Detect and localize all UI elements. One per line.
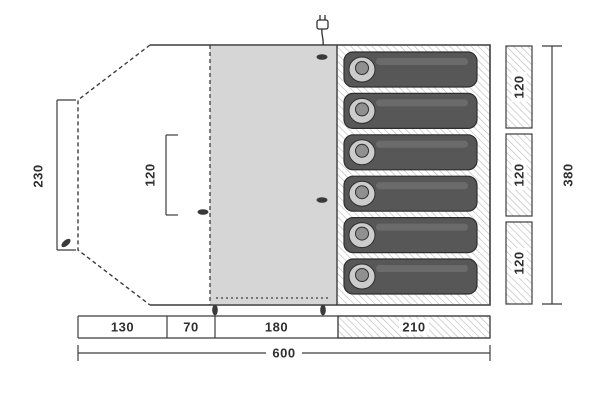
sleeping-bag xyxy=(343,92,478,130)
peg-icon xyxy=(61,238,71,248)
chain-label: 210 xyxy=(402,320,425,335)
dim-inner-door xyxy=(165,134,178,216)
dim-width-total-label: 600 xyxy=(272,346,295,361)
peg-icon xyxy=(316,54,328,60)
sleeping-bag-fold xyxy=(376,99,468,107)
sleeper-head xyxy=(355,102,369,117)
dim-depth-total xyxy=(542,45,562,305)
pegs-group xyxy=(61,54,328,316)
power-inlet-icon xyxy=(316,15,329,46)
chain-label: 130 xyxy=(111,320,134,335)
sleeping-bag xyxy=(343,175,478,212)
peg-icon xyxy=(316,197,328,203)
label-backing xyxy=(511,160,527,190)
dim-depth-total-label: 380 xyxy=(561,163,576,186)
peg-icon xyxy=(212,304,218,316)
dim-porch-depth xyxy=(56,99,76,251)
sleeping-bag xyxy=(343,217,478,254)
dim-bottom-chain: 130 70 180 210 xyxy=(77,315,491,339)
sleeping-bag-fold xyxy=(376,265,468,272)
chain-label: 70 xyxy=(183,320,198,335)
berth-label: 120 xyxy=(512,163,527,186)
sleeper-head xyxy=(355,185,369,200)
dim-inner-door-label: 120 xyxy=(143,163,158,186)
sleeper-head xyxy=(355,268,369,282)
dim-width-total: 600 xyxy=(77,345,491,361)
power-plug-body xyxy=(316,19,329,30)
label-backing xyxy=(511,248,527,278)
sleeper-head xyxy=(355,143,369,158)
peg-icon xyxy=(197,209,209,215)
sleeper-head xyxy=(355,61,369,75)
tent-outline xyxy=(150,44,491,306)
berth-label: 120 xyxy=(512,251,527,274)
sleeping-bag-fold xyxy=(376,58,468,65)
living-area xyxy=(210,46,337,304)
porch-outline-dashed xyxy=(77,44,151,306)
sleeping-bag-fold xyxy=(376,140,468,148)
sleeper-head xyxy=(355,226,369,241)
label-backing xyxy=(511,72,527,102)
sleeping-bag xyxy=(343,258,478,295)
berth-label: 120 xyxy=(512,75,527,98)
chain-label: 180 xyxy=(265,320,288,335)
sleeping-bag xyxy=(343,134,478,171)
sleeping-bags-group xyxy=(343,51,478,295)
label-backing xyxy=(266,345,302,361)
dim-porch-depth-label: 230 xyxy=(31,164,46,187)
sleeping-bag xyxy=(343,51,478,88)
peg-icon xyxy=(320,304,326,316)
label-backing xyxy=(399,319,429,335)
berth-bar: 120 120 120 xyxy=(505,45,533,305)
sleeping-bag-fold xyxy=(376,182,468,190)
power-cable xyxy=(321,28,324,46)
sleeping-bag-fold xyxy=(376,223,468,231)
